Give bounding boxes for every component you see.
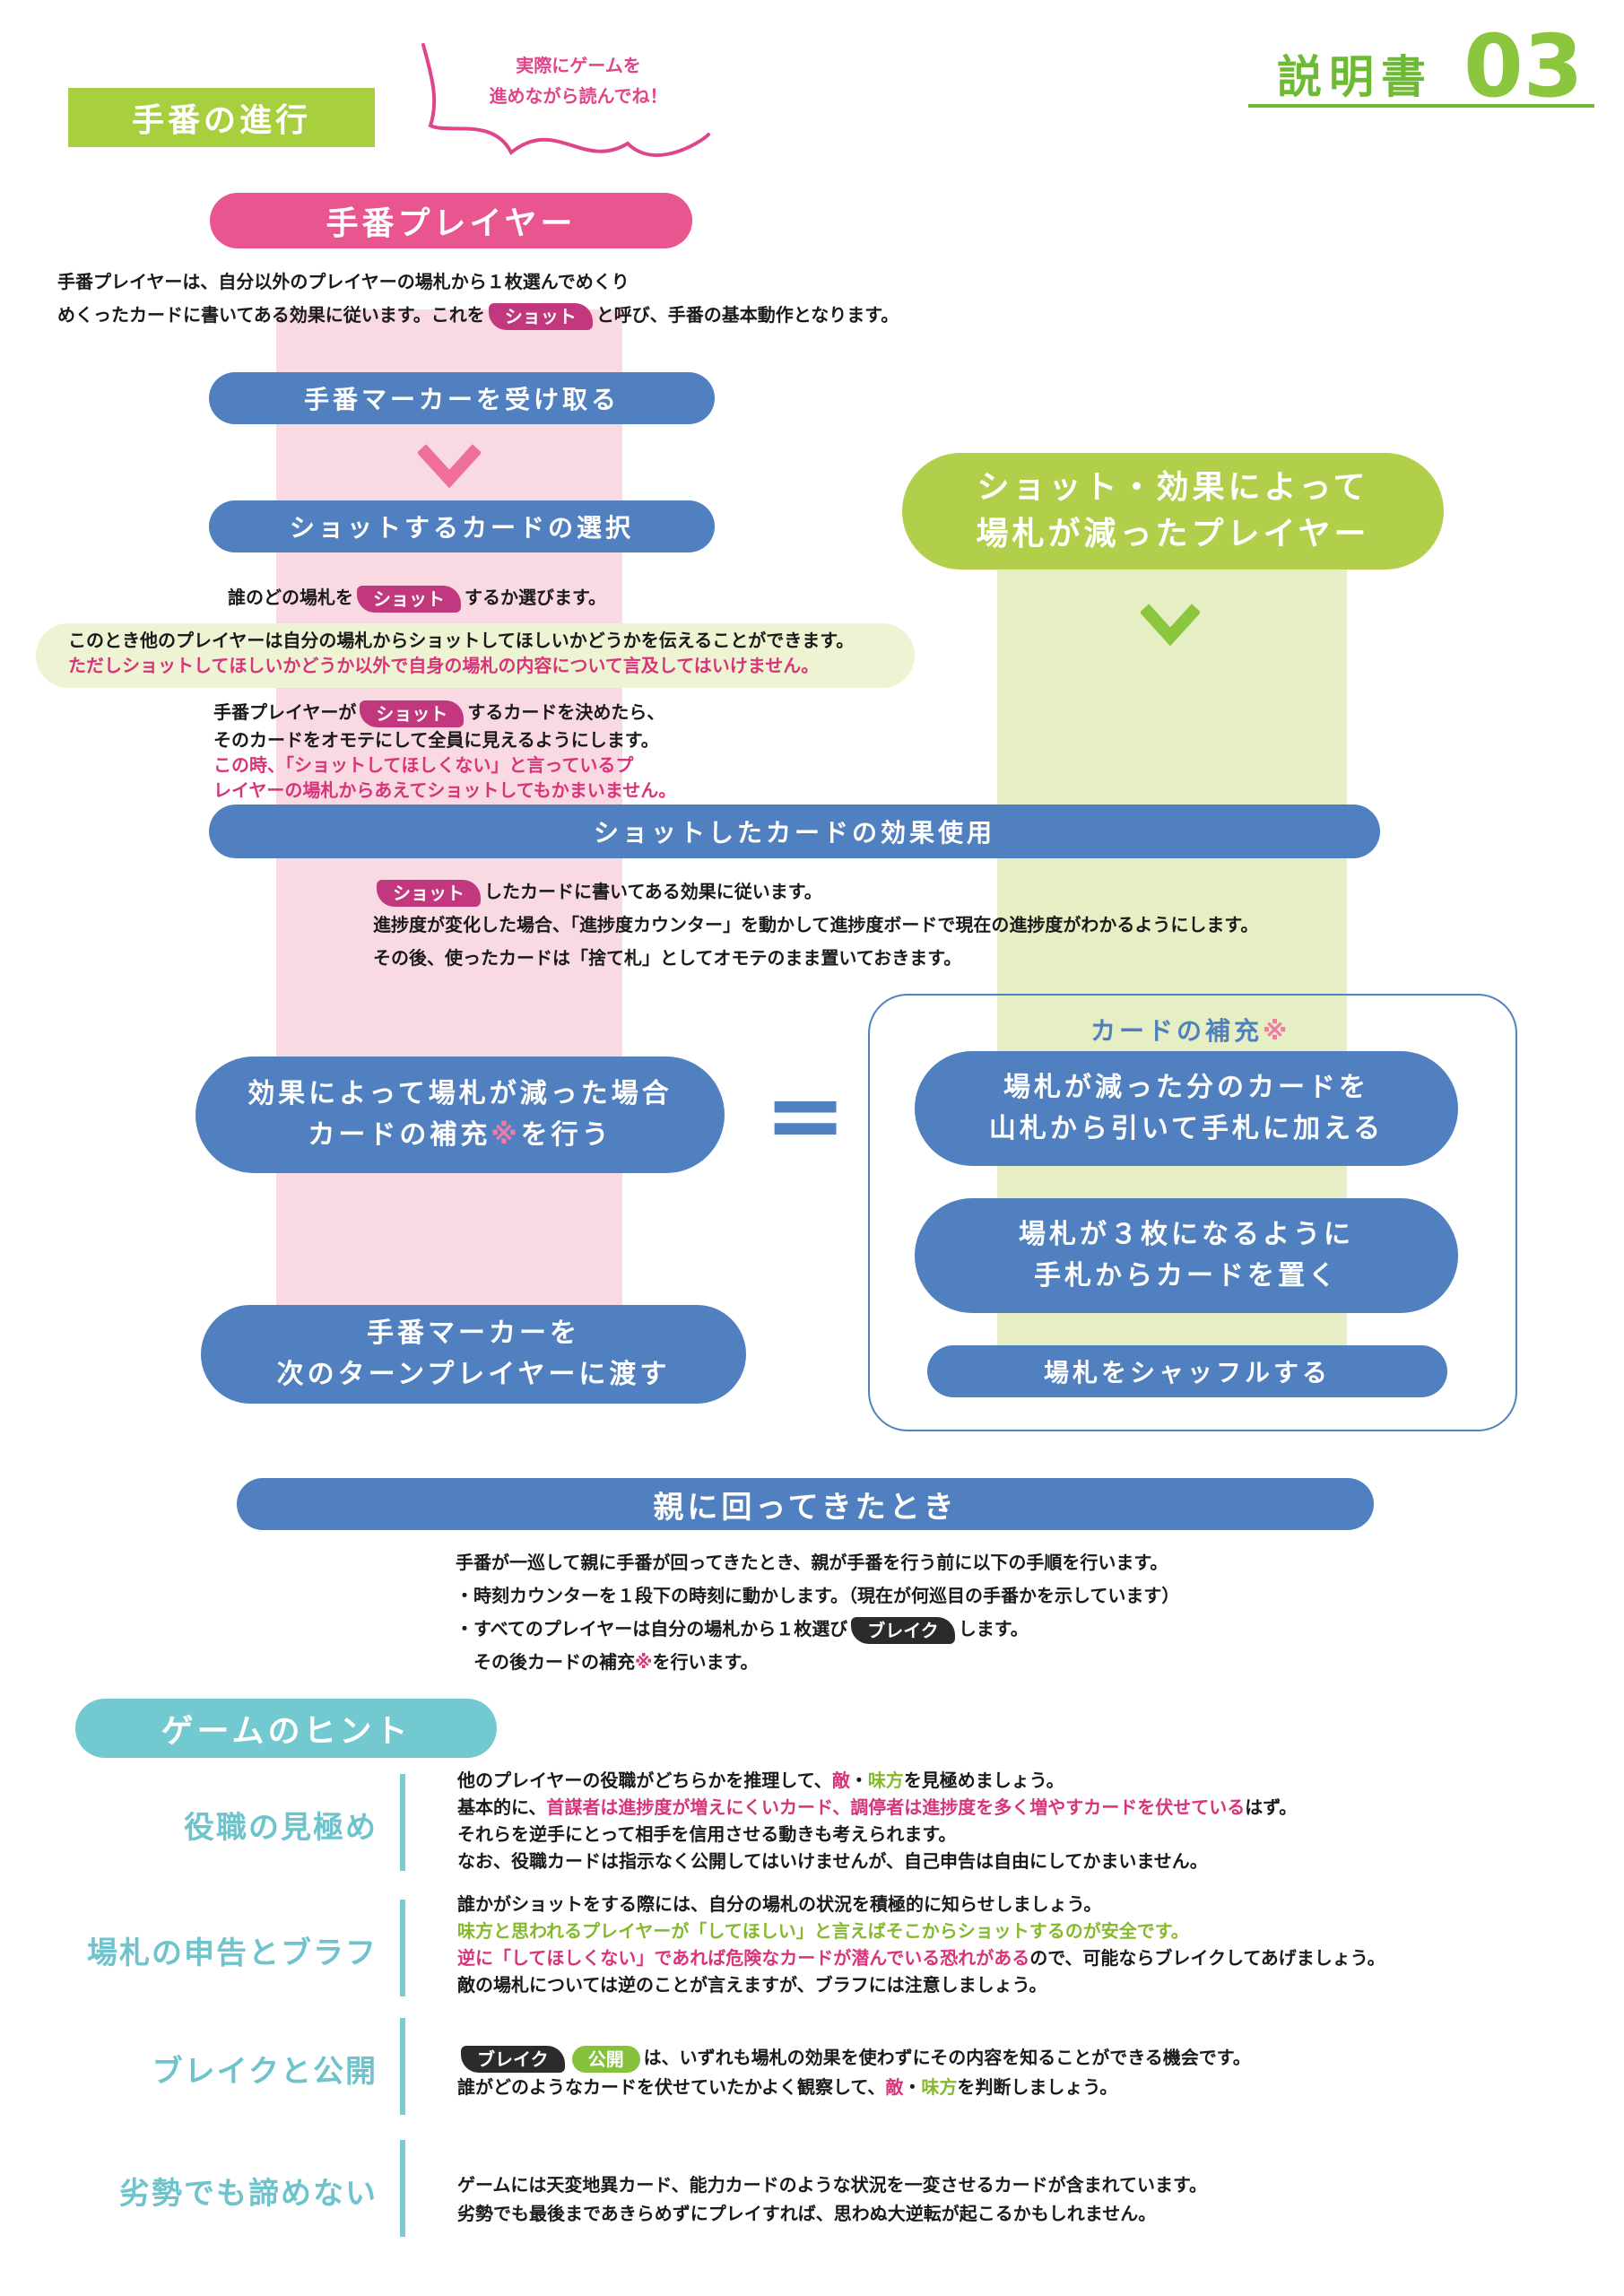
hint-role-heading: 役職の見極め bbox=[184, 1810, 378, 1846]
others-note-box bbox=[36, 623, 915, 688]
hint-bluff-heading: 場札の申告とブラフ bbox=[87, 1935, 378, 1971]
replenish-step-shuffle: 場札をシャッフルする bbox=[927, 1345, 1447, 1397]
hint-break-heading: ブレイクと公開 bbox=[152, 2054, 378, 2090]
chevron-down-icon bbox=[1141, 604, 1200, 647]
reduced-player-title: ショット・効果によって 場札が減ったプレイヤー bbox=[902, 453, 1444, 570]
decide-text: 手番プレイヤーがショットするカードを決めたら、 そのカードをオモテにして全員に見… bbox=[213, 700, 677, 801]
replenish-step-place: 場札が３枚になるように 手札からカードを置く bbox=[915, 1198, 1458, 1313]
replenish-box bbox=[868, 994, 1517, 1431]
use-effect-step: ショットしたカードの効果使用 bbox=[209, 804, 1380, 858]
open-tag: 公開 bbox=[571, 2045, 640, 2073]
parent-text: 手番が一巡して親に手番が回ってきたとき、親が手番を行う前に以下の手順を行います。… bbox=[456, 1552, 1180, 1673]
break-tag: ブレイク bbox=[851, 1616, 955, 1644]
hint-divider bbox=[400, 2140, 405, 2237]
effect-text: ショットしたカードに書いてある効果に従います。 進捗度が変化した場合、「進捗度カ… bbox=[373, 879, 1259, 969]
equals-sign: = bbox=[764, 1057, 847, 1172]
shot-tag: ショット bbox=[357, 585, 461, 613]
doc-number: 03 bbox=[1463, 16, 1584, 117]
select-card-step: ショットするカードの選択 bbox=[209, 500, 715, 552]
others-note-1: このとき他のプレイヤーは自分の場札からショットしてほしいかどうかを伝えることがで… bbox=[68, 630, 855, 651]
chevron-down-icon bbox=[418, 444, 481, 488]
hint-break-text: ブレイク公開は、いずれも場札の効果を使わずにその内容を知ることができる機会です。… bbox=[457, 2045, 1251, 2098]
shot-tag: ショット bbox=[360, 700, 465, 727]
hint-divider bbox=[400, 2018, 405, 2115]
hint-never-give-up-text: ゲームには天変地異カード、能力カードのような状況を一変させるカードが含まれていま… bbox=[457, 2174, 1207, 2224]
replenish-step-draw: 場札が減った分のカードを 山札から引いて手札に加える bbox=[915, 1051, 1458, 1166]
break-tag: ブレイク bbox=[461, 2045, 565, 2073]
shot-tag: ショット bbox=[377, 879, 481, 907]
replenish-box-title: カードの補充※ bbox=[1083, 1012, 1298, 1048]
hints-title: ゲームのヒント bbox=[75, 1699, 497, 1758]
parent-title: 親に回ってきたとき bbox=[237, 1478, 1374, 1530]
select-desc: 誰のどの場札をショットするか選びます。 bbox=[228, 581, 606, 613]
doc-label: 説明書 bbox=[1277, 51, 1433, 103]
hint-divider bbox=[400, 1900, 405, 1996]
note-cloud-outline bbox=[421, 43, 710, 157]
note-text: 実際にゲームを 進めながら読んでね！ bbox=[489, 55, 668, 107]
turn-player-title: 手番プレイヤー bbox=[210, 193, 692, 248]
pass-marker-step: 手番マーカーを 次のターンプレイヤーに渡す bbox=[201, 1305, 746, 1404]
hint-role-text: 他のプレイヤーの役職がどちらかを推理して、敵・味方を見極めましょう。 基本的に、… bbox=[457, 1770, 1298, 1872]
turn-player-intro-1: 手番プレイヤーは、自分以外のプレイヤーの場札から１枚選んでめくり bbox=[57, 271, 630, 292]
receive-marker-step: 手番マーカーを受け取る bbox=[209, 372, 715, 424]
hint-divider bbox=[400, 1774, 405, 1871]
turn-player-intro-2: めくったカードに書いてある効果に従います。これをショットと呼び、手番の基本動作と… bbox=[57, 299, 899, 331]
hint-bluff-text: 誰かがショットをする際には、自分の場札の状況を積極的に知らせしましょう。 味方と… bbox=[457, 1893, 1385, 1996]
header-underline bbox=[1248, 104, 1594, 108]
section-title: 手番の進行 bbox=[68, 88, 375, 147]
others-note-2: ただしショットしてほしいかどうか以外で自身の場札の内容について言及してはいけませ… bbox=[68, 655, 820, 676]
shot-tag: ショット bbox=[488, 302, 593, 330]
hint-never-give-up-heading: 劣勢でも諦めない bbox=[119, 2176, 378, 2212]
replenish-condition-step: 効果によって場札が減った場合 カードの補充※を行う bbox=[195, 1057, 725, 1173]
